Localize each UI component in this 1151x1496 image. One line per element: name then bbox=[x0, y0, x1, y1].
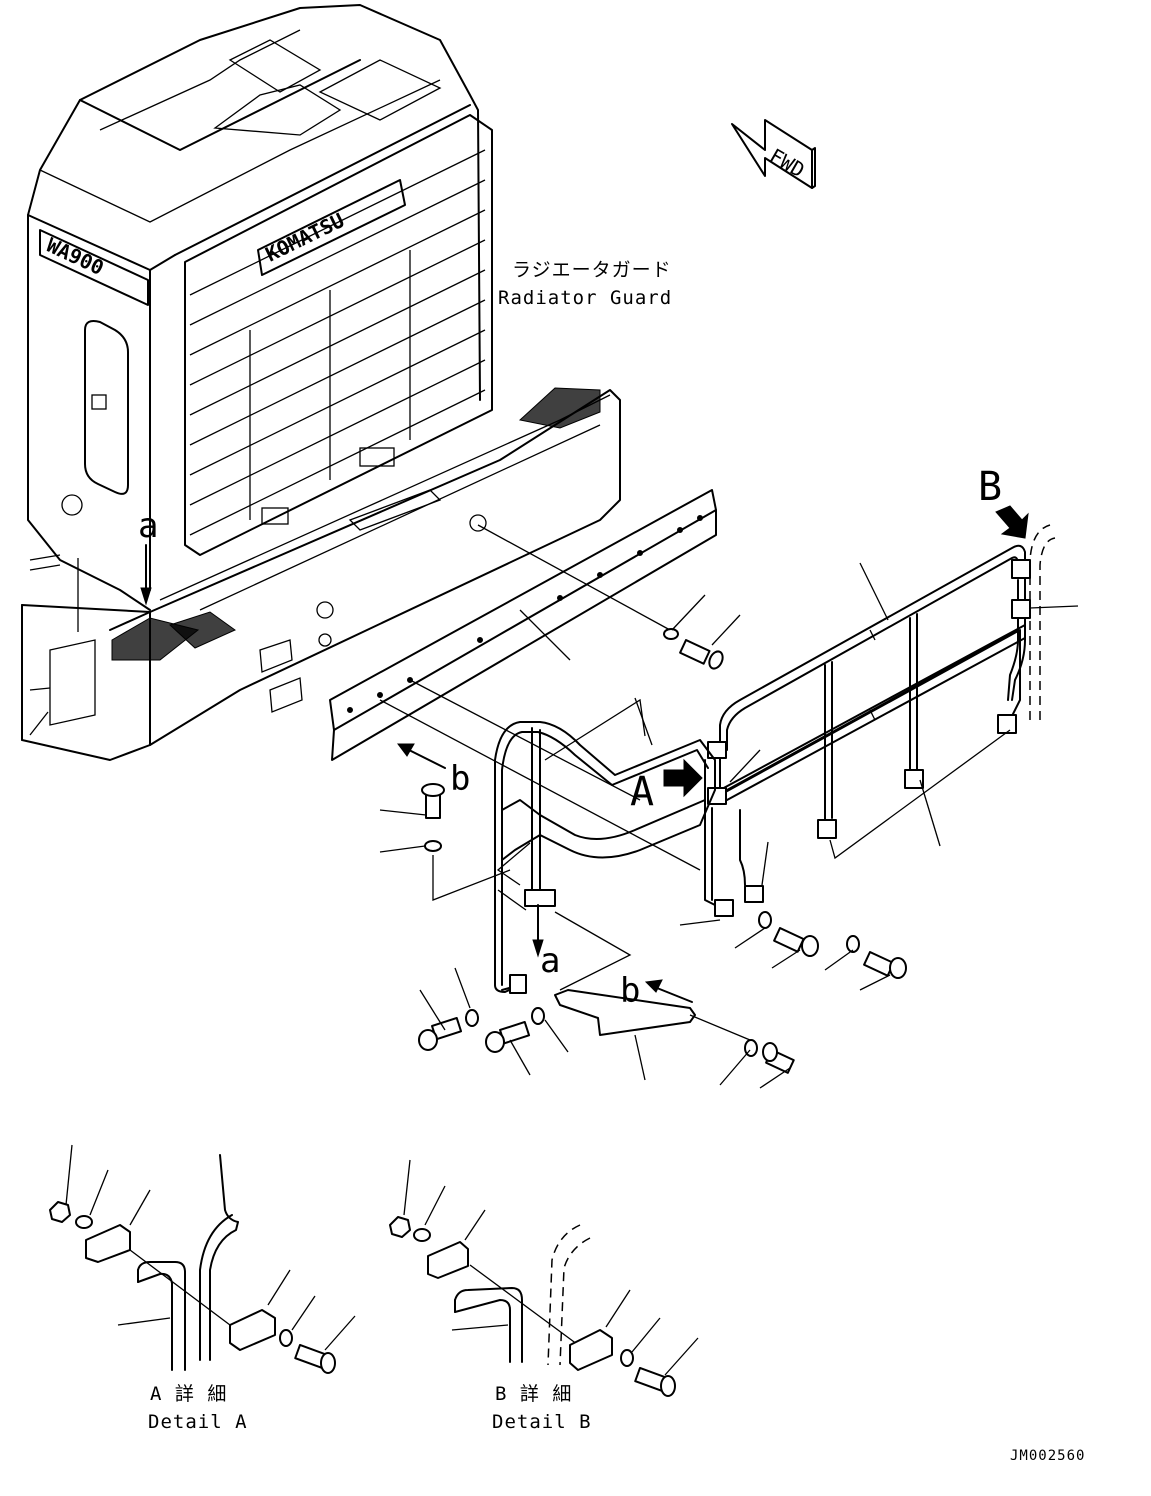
detail-a-drawing bbox=[49, 1144, 356, 1374]
side-guard-rail bbox=[494, 698, 716, 994]
fwd-arrow-icon: FWD bbox=[731, 119, 816, 189]
connection-a-top-label: a bbox=[138, 506, 158, 546]
connection-a-top-arrow bbox=[140, 544, 152, 606]
detail-b-drawing bbox=[389, 1159, 699, 1397]
detail-a-title-jp: A 詳 細 bbox=[150, 1383, 227, 1405]
model-badge-text: WA900 bbox=[43, 233, 108, 280]
bracket bbox=[554, 989, 696, 1036]
bolt bbox=[663, 628, 724, 670]
connection-b-bottom-arrow bbox=[644, 979, 693, 1003]
radiator-guard-rail bbox=[704, 544, 1031, 917]
radiator-guard-label-jp: ラジエータガード bbox=[512, 259, 672, 281]
connection-a-bottom-arrow bbox=[532, 904, 544, 958]
detail-a-ref: A bbox=[630, 769, 654, 815]
detail-a-title-en: Detail A bbox=[148, 1411, 248, 1433]
radiator-guard-label-en: Radiator Guard bbox=[498, 287, 672, 309]
bolt bbox=[418, 911, 907, 1074]
callout-arrow-icon bbox=[995, 505, 1029, 539]
connection-b-top-label: b bbox=[450, 759, 470, 799]
rear-plate bbox=[329, 489, 717, 761]
bolt bbox=[421, 783, 445, 852]
drawing-code: JM002560 bbox=[1010, 1448, 1085, 1464]
connection-b-top-arrow bbox=[397, 743, 446, 769]
machine-rear-body: KOMATSU WA900 bbox=[21, 4, 621, 761]
connection-a-bottom-label: a bbox=[540, 941, 560, 981]
detail-b-title-jp: B 詳 細 bbox=[495, 1383, 572, 1405]
detail-b-title-en: Detail B bbox=[492, 1411, 592, 1433]
adjacent-rail-phantom bbox=[1029, 524, 1056, 720]
detail-b-ref: B bbox=[978, 464, 1002, 510]
connection-b-bottom-label: b bbox=[620, 971, 640, 1011]
callout-arrow-icon bbox=[663, 758, 703, 798]
